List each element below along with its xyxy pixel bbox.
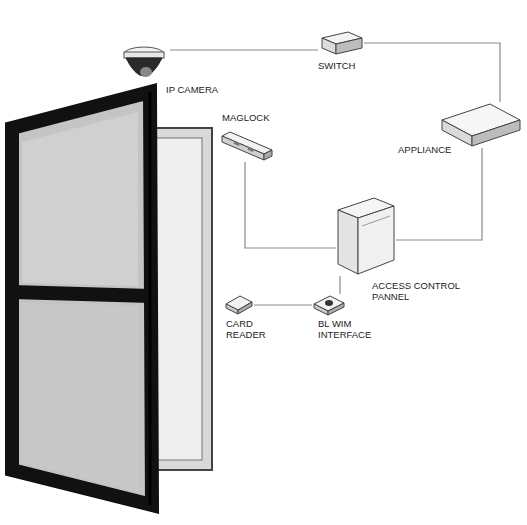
device-node: ACCESS CONTROL PANNEL xyxy=(336,196,396,276)
device-node: CARD READER xyxy=(224,294,254,316)
device-node: BL WIM INTERFACE xyxy=(312,294,346,316)
device-icon xyxy=(318,30,364,56)
device-label: MAGLOCK xyxy=(222,112,292,123)
device-label: SWITCH xyxy=(318,60,378,71)
cable-connector xyxy=(340,276,341,294)
cable-connector xyxy=(245,162,336,248)
device-label: CARD READER xyxy=(226,318,270,340)
cable-connector xyxy=(396,148,482,240)
device-node: MAGLOCK xyxy=(220,130,274,162)
cable-connector xyxy=(170,50,318,51)
device-icon xyxy=(220,130,274,162)
device-label: IP CAMERA xyxy=(166,84,236,95)
device-icon xyxy=(312,294,346,316)
device-node: IP CAMERA xyxy=(118,44,170,86)
cable-connector xyxy=(364,43,500,102)
device-node: APPLIANCE xyxy=(440,102,522,148)
device-icon xyxy=(440,102,522,148)
device-icon xyxy=(336,196,396,276)
device-label: ACCESS CONTROL PANNEL xyxy=(372,280,472,302)
device-node: SWITCH xyxy=(318,30,364,56)
device-label: APPLIANCE xyxy=(398,144,468,155)
device-label: BL WIM INTERFACE xyxy=(318,318,384,340)
device-icon xyxy=(224,294,254,316)
cable-connector xyxy=(254,305,312,306)
device-icon xyxy=(118,44,170,86)
